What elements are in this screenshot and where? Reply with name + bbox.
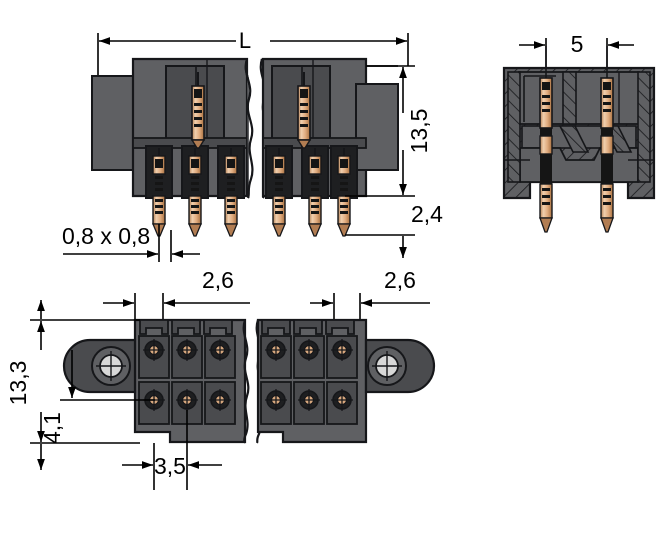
bottom-mounting-flange-left [62, 338, 137, 394]
dimension-label-5: 5 [571, 31, 584, 57]
bottom-plan-view [30, 293, 436, 490]
dimension-label-L: L [239, 28, 251, 53]
right-rear-flange [355, 83, 399, 171]
dimension-depth-13-3 [30, 300, 140, 470]
dimension-label-13-3: 13,3 [5, 361, 31, 406]
dimension-label-4-1: 4,1 [39, 412, 65, 444]
dimension-label-2-4: 2,4 [411, 201, 443, 227]
bottom-pin-holes-left [143, 339, 231, 411]
front-lower-pins-left [152, 148, 238, 237]
dimension-label-2-6-right: 2,6 [384, 267, 416, 293]
dimension-label-0-8x0-8: 0,8 x 0,8 [62, 223, 150, 249]
bottom-tabs-left [139, 319, 233, 335]
front-upper-pin-right [296, 72, 312, 149]
bottom-tabs-right [261, 319, 355, 335]
dimension-row-pitch-right [310, 293, 430, 320]
dimension-label-13-5: 13,5 [406, 109, 432, 154]
front-upper-pin-left [190, 72, 206, 149]
side-upper-cavity [518, 71, 640, 125]
front-elevation-view [63, 33, 415, 262]
bottom-pin-holes-right [265, 339, 353, 411]
dimension-label-3-5: 3,5 [154, 453, 186, 479]
side-pin-column-2 [600, 46, 614, 233]
dimension-pin-length-2-4 [345, 234, 415, 258]
dimension-pole-pitch-3-5 [122, 410, 222, 490]
dimension-pin-section-0-8 [63, 224, 200, 262]
bottom-mounting-flange-right [364, 338, 436, 394]
dimension-offset-4-1 [60, 350, 155, 401]
side-pin-column-1 [539, 46, 553, 233]
side-section-view [502, 38, 656, 233]
front-lower-pins-right [272, 148, 351, 237]
dimension-height-13-5 [345, 65, 415, 197]
dimension-label-2-6-left: 2,6 [202, 267, 234, 293]
